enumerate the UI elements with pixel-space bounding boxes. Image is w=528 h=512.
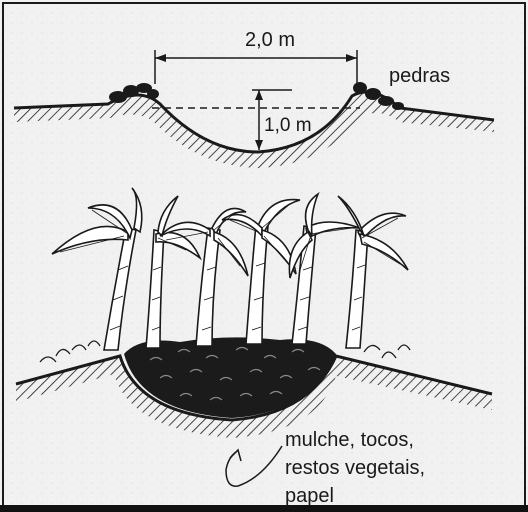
depth-label: 1,0 m: [264, 115, 312, 136]
fill-label-line-3: papel: [285, 485, 334, 507]
width-label: 2,0 m: [245, 29, 295, 51]
stones-label: pedras: [389, 65, 450, 87]
bottom-edge-bar: [0, 505, 528, 512]
fill-label-line-1: mulche, tocos,: [285, 429, 414, 451]
fill-label-line-2: restos vegetais,: [285, 457, 425, 479]
